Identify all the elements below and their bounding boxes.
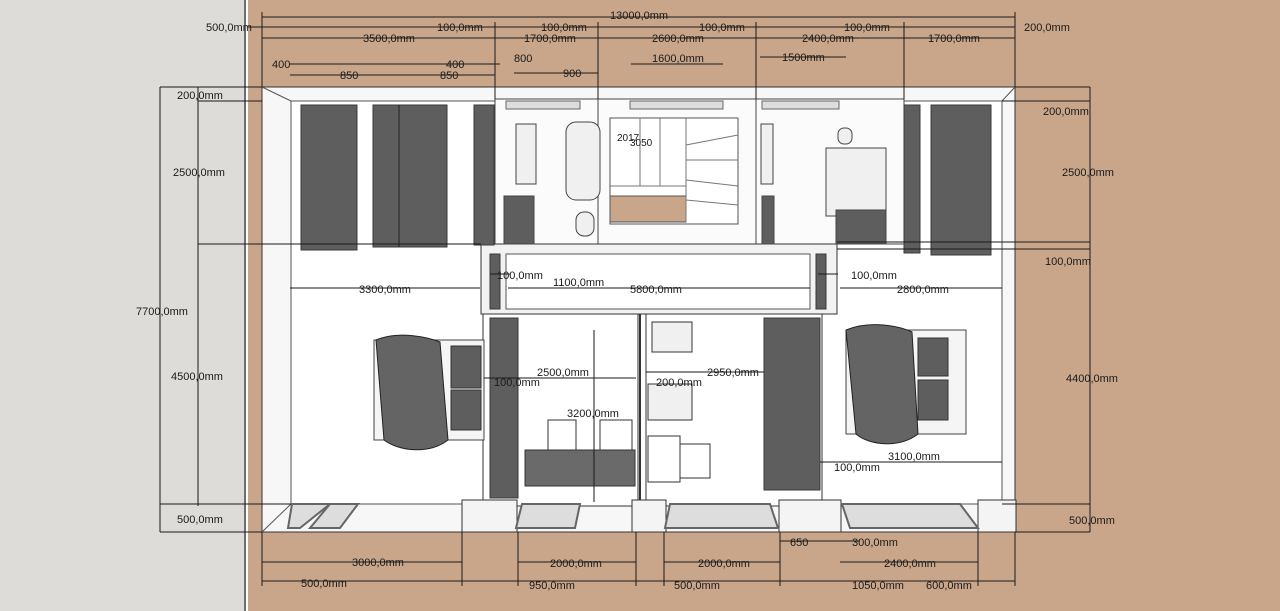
dim-label: 4500,0mm [171,371,223,383]
dim-label: 650 [790,537,808,549]
dim-label: 4400,0mm [1066,373,1118,385]
stair-label: 3050 [630,138,653,149]
dim-label: 2500,0mm [537,367,589,379]
dim-label: 1600,0mm [652,53,704,65]
dim-label: 100,0mm [834,462,880,474]
dim-label: 1050,0mm [852,580,904,592]
dim-label: 3200,0mm [567,408,619,420]
dim-label: 1700,0mm [524,33,576,45]
dim-label: 200,0mm [177,90,223,102]
dim-label: 800 [514,53,532,65]
dim-total-width: 13000,0mm [610,10,668,22]
dim-label: 500,0mm [301,578,347,590]
bed-left [373,334,485,451]
dim-label: 600,0mm [926,580,972,592]
bathroom-fixtures [503,121,887,245]
dim-label: 100,0mm [851,270,897,282]
dimension-lines [159,12,1091,586]
dim-label: 400 [272,59,290,71]
dim-label: 300,0mm [852,537,898,549]
dim-label: 1700,0mm [928,33,980,45]
dim-label: 3000,0mm [352,557,404,569]
dim-label: 7700,0mm [136,306,188,318]
dim-label: 3100,0mm [888,451,940,463]
dim-label: 2950,0mm [707,367,759,379]
dim-label: 500,0mm [206,22,252,34]
dim-label: 850 [340,70,358,82]
dim-label: 2000,0mm [698,558,750,570]
dim-label: 200,0mm [1043,106,1089,118]
dim-label: 2800,0mm [897,284,949,296]
left-side-panel [0,0,246,611]
dim-label: 500,0mm [674,580,720,592]
dim-label: 500,0mm [177,514,223,526]
dim-label: 100,0mm [541,22,587,34]
dim-label: 5800,0mm [630,284,682,296]
dim-label: 2000,0mm [550,558,602,570]
dim-label: 2500,0mm [1062,167,1114,179]
dim-label: 850 [440,70,458,82]
dim-label: 100,0mm [699,22,745,34]
stair-label: 2017 [617,133,640,144]
dim-label: 100,0mm [1045,256,1091,268]
dim-label: 100,0mm [437,22,483,34]
dim-label: 900 [563,68,581,80]
dim-label: 2400,0mm [884,558,936,570]
wardrobes[interactable] [300,104,992,499]
dim-label: 2600,0mm [652,33,704,45]
dim-label: 2400,0mm [802,33,854,45]
dim-label: 2500,0mm [173,167,225,179]
dim-label: 1100,0mm [553,277,604,289]
bed-right [845,324,967,445]
dim-label: 3300,0mm [359,284,411,296]
dim-label: 1500mm [782,52,825,64]
dim-label: 200,0mm [656,377,702,389]
dim-label: 100,0mm [494,377,540,389]
dim-label: 100,0mm [844,22,890,34]
dim-label: 3500,0mm [363,33,415,45]
dim-label: 400 [446,59,464,71]
study-desks [524,321,711,487]
dim-label: 100,0mm [497,270,543,282]
dim-label: 200,0mm [1024,22,1070,34]
dim-label: 950,0mm [529,580,575,592]
dim-label: 500,0mm [1069,515,1115,527]
